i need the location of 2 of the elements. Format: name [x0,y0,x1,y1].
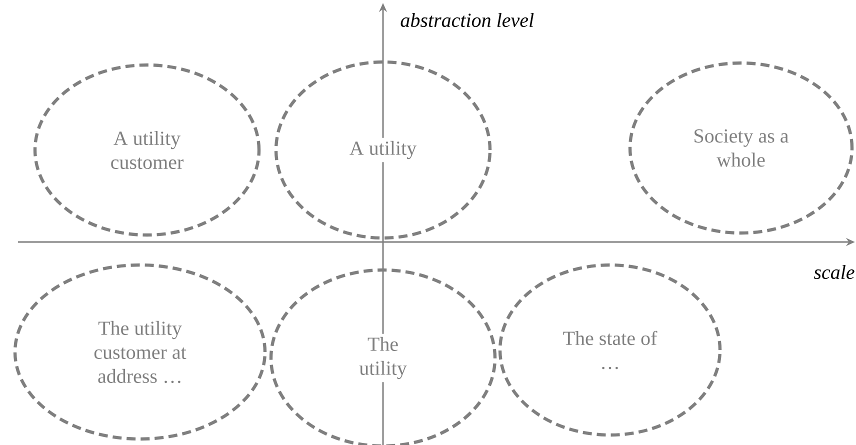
axis-label: scale [814,264,854,280]
axis-label: abstraction level [400,12,534,28]
